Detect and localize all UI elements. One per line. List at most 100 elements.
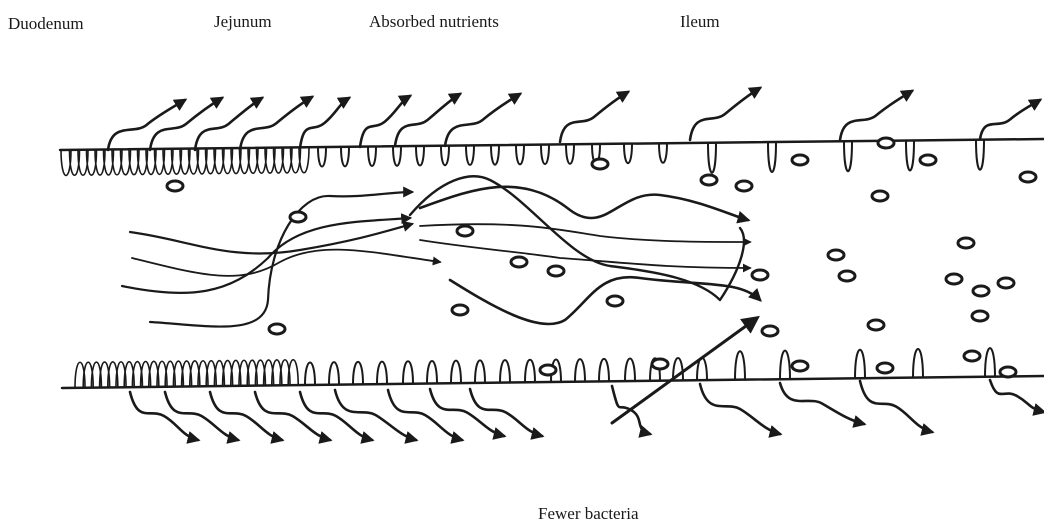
- bacterium: [839, 271, 855, 281]
- upper-villus: [624, 144, 632, 164]
- bacterium: [540, 365, 556, 375]
- upper-villus: [318, 147, 326, 167]
- upper-villus: [441, 146, 449, 166]
- bacterium: [792, 155, 808, 165]
- bacterium: [752, 270, 768, 280]
- bacterium: [958, 238, 974, 248]
- bacterium: [964, 351, 980, 361]
- lower-absorption-arrows: [130, 380, 1044, 440]
- bacterium: [973, 286, 989, 296]
- upper-villus: [844, 141, 852, 171]
- lower-villi: [75, 348, 995, 388]
- lower-absorption-arrow: [165, 392, 238, 440]
- lower-villus: [475, 360, 485, 383]
- upper-villus: [541, 145, 549, 165]
- upper-villus: [416, 146, 424, 166]
- bacterium: [872, 191, 888, 201]
- bacterium: [762, 326, 778, 336]
- lower-absorption-arrow: [130, 392, 198, 440]
- bacterium: [167, 181, 183, 191]
- upper-villus: [368, 147, 376, 167]
- bacterium: [736, 181, 752, 191]
- lower-villus: [377, 362, 387, 385]
- flow-line: [420, 187, 748, 220]
- upper-villus: [708, 143, 716, 173]
- lower-absorption-arrow: [780, 383, 864, 424]
- bacterium: [511, 257, 527, 267]
- upper-absorption-arrow: [300, 98, 349, 148]
- upper-villus: [906, 140, 914, 170]
- bacterium: [998, 278, 1014, 288]
- lower-villus: [329, 362, 339, 385]
- upper-absorption-arrow: [840, 91, 912, 140]
- upper-villus: [659, 143, 667, 163]
- bacterium: [828, 250, 844, 260]
- lower-absorption-arrow: [700, 384, 780, 434]
- bacterium: [868, 320, 884, 330]
- bacterium: [1000, 367, 1016, 377]
- lower-villus: [451, 361, 461, 384]
- upper-absorption-arrow: [980, 100, 1040, 139]
- lower-absorption-arrow: [990, 380, 1044, 412]
- upper-absorption-arrow: [108, 100, 185, 150]
- lower-villus: [525, 360, 535, 383]
- lower-villus: [305, 362, 315, 385]
- upper-villus: [491, 145, 499, 165]
- flow-line: [130, 224, 412, 254]
- lower-villus: [735, 351, 745, 380]
- upper-villus: [566, 144, 574, 164]
- lower-villus: [500, 360, 510, 383]
- bacterium: [652, 359, 668, 369]
- bacterium: [1020, 172, 1036, 182]
- lower-wall-line: [62, 376, 1044, 388]
- lumen-flow-lines: [122, 176, 760, 326]
- upper-absorption-arrow: [445, 94, 520, 146]
- bacterium: [946, 274, 962, 284]
- bacterium: [972, 311, 988, 321]
- upper-villus: [976, 140, 984, 170]
- lower-villus: [599, 359, 609, 382]
- bacterium: [792, 361, 808, 371]
- flow-line: [122, 218, 410, 293]
- bacteria-cells: [167, 138, 1036, 377]
- lower-villus: [575, 359, 585, 382]
- lower-villus: [625, 359, 635, 382]
- lower-villus: [780, 351, 790, 380]
- upper-villus: [516, 145, 524, 165]
- upper-absorption-arrow: [560, 92, 628, 142]
- lower-absorption-arrow: [860, 381, 932, 432]
- bacterium: [269, 324, 285, 334]
- lower-villus: [353, 362, 363, 385]
- bacterium: [457, 226, 473, 236]
- flow-line: [132, 250, 440, 276]
- flow-line: [420, 240, 750, 268]
- bacterium: [290, 212, 306, 222]
- flow-line: [450, 277, 760, 324]
- bacterium: [607, 296, 623, 306]
- lower-absorption-arrow: [335, 390, 416, 440]
- bacterium: [878, 138, 894, 148]
- bacterium: [920, 155, 936, 165]
- bacterium: [592, 159, 608, 169]
- bacterium: [877, 363, 893, 373]
- lower-villus: [913, 349, 923, 378]
- flow-line: [150, 192, 412, 327]
- lower-absorption-arrow: [300, 392, 372, 440]
- bacterium: [452, 305, 468, 315]
- upper-villus: [393, 146, 401, 166]
- lower-villus: [427, 361, 437, 384]
- upper-villus: [466, 145, 474, 165]
- bacterium: [701, 175, 717, 185]
- upper-absorption-arrow: [150, 98, 222, 150]
- lower-villus: [855, 350, 865, 379]
- upper-absorption-arrow: [360, 96, 410, 147]
- lower-villus: [403, 361, 413, 384]
- upper-villus: [341, 147, 349, 167]
- lower-absorption-arrow: [210, 392, 282, 440]
- upper-absorption-arrow: [690, 88, 760, 140]
- lower-absorption-arrow: [470, 389, 542, 436]
- upper-absorption-arrow: [195, 98, 262, 150]
- upper-villus: [768, 142, 776, 172]
- lower-villus: [985, 348, 995, 377]
